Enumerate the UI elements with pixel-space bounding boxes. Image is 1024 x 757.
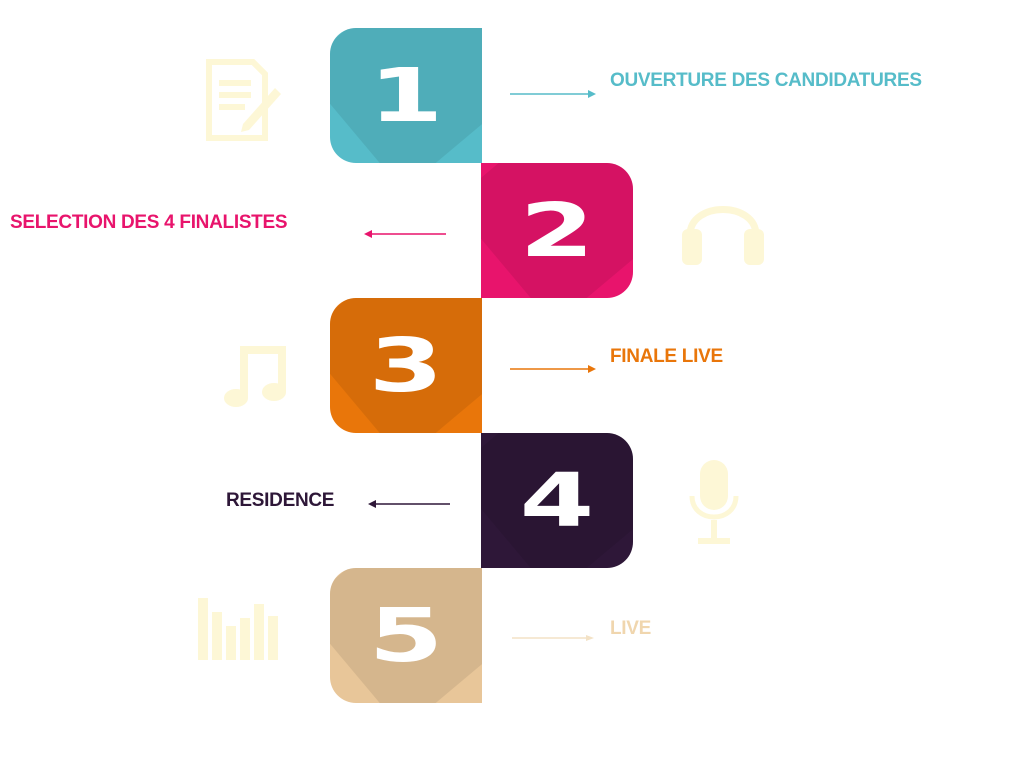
step-4-label: RESIDENCE bbox=[226, 490, 335, 511]
step-5-number: 5 bbox=[368, 592, 444, 679]
step-3-number: 3 bbox=[368, 322, 444, 409]
step-1-block: 1 bbox=[330, 28, 482, 163]
step-5-label: LIVE bbox=[610, 618, 652, 639]
step-3-label: FINALE LIVE bbox=[610, 346, 723, 367]
arrow-step-5 bbox=[512, 635, 594, 641]
step-4-number: 4 bbox=[519, 457, 595, 544]
headphones-icon bbox=[682, 206, 764, 265]
step-4-block: 4 bbox=[481, 433, 633, 568]
step-1-number: 1 bbox=[368, 52, 444, 139]
step-2-number: 2 bbox=[519, 187, 595, 274]
step-1-label: OUVERTURE DES CANDIDATURES bbox=[610, 70, 922, 91]
document-edit-icon bbox=[206, 59, 281, 141]
step-3-block: 3 bbox=[330, 298, 482, 433]
step-5-block: 5 bbox=[330, 568, 482, 703]
arrow-step-2 bbox=[364, 230, 446, 238]
music-note-icon bbox=[224, 346, 286, 407]
equalizer-icon bbox=[198, 598, 278, 660]
arrow-step-4 bbox=[368, 500, 450, 508]
arrow-step-1 bbox=[510, 90, 596, 98]
step-2-label: SELECTION DES 4 FINALISTES bbox=[10, 212, 288, 233]
arrow-step-3 bbox=[510, 365, 596, 373]
microphone-icon bbox=[689, 460, 739, 544]
step-2-block: 2 bbox=[481, 163, 633, 298]
